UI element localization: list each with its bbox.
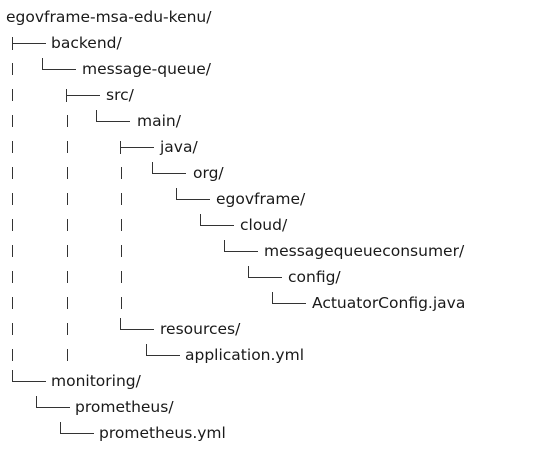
tree-branch-line [60, 433, 94, 434]
file-name: ActuatorConfig.java [312, 294, 466, 312]
tree-guide-line [12, 271, 13, 283]
file-name: application.yml [185, 346, 305, 364]
folder-name: cloud/ [240, 216, 288, 234]
tree-branch-line [200, 225, 234, 226]
tree-guide-line [67, 141, 68, 153]
tree-branch-line [146, 355, 180, 356]
tree-folder-row: resources/ [0, 316, 557, 342]
tree-corner-connector [146, 344, 147, 355]
tree-file-row: ActuatorConfig.java [0, 290, 557, 316]
tree-guide-line [67, 193, 68, 205]
tree-branch-line [120, 329, 154, 330]
tree-folder-row: prometheus/ [0, 394, 557, 420]
tree-guide-line [121, 219, 122, 231]
tree-corner-connector [12, 370, 13, 381]
tree-corner-connector [96, 110, 97, 121]
tree-guide-line [67, 323, 68, 335]
tree-guide-line [12, 297, 13, 309]
tree-guide-line [121, 245, 122, 257]
tree-root: egovframe-msa-edu-kenu/ [0, 4, 211, 30]
tree-folder-row: config/ [0, 264, 557, 290]
tree-file-row: application.yml [0, 342, 557, 368]
tree-guide-line [12, 245, 13, 257]
folder-name: message-queue/ [82, 60, 212, 78]
tree-folder-row: cloud/ [0, 212, 557, 238]
tree-branch-line [248, 277, 282, 278]
tree-branch-line [96, 121, 130, 122]
tree-guide-line [12, 89, 13, 101]
tree-corner-connector [120, 318, 121, 329]
tree-branch-line [36, 407, 70, 408]
folder-name: backend/ [51, 34, 122, 52]
tree-guide-line [12, 63, 13, 75]
tree-folder-row: java/ [0, 134, 557, 160]
tree-guide-line [12, 323, 13, 335]
folder-name: main/ [137, 112, 181, 130]
folder-name: monitoring/ [51, 372, 141, 390]
tree-corner-connector [60, 422, 61, 433]
tree-corner-connector [42, 58, 43, 69]
tree-corner-connector [224, 240, 225, 251]
tree-guide-line [12, 167, 13, 179]
tree-branch-line [120, 147, 154, 148]
tree-guide-line [121, 271, 122, 283]
tree-guide-line [12, 193, 13, 205]
tree-branch-line [224, 251, 258, 252]
tree-guide-line [67, 219, 68, 231]
tree-folder-row: backend/ [0, 30, 557, 56]
tree-corner-connector [176, 188, 177, 199]
tree-guide-line [12, 141, 13, 153]
tree-folder-row: messagequeueconsumer/ [0, 238, 557, 264]
tree-root-label: egovframe-msa-edu-kenu/ [6, 8, 212, 26]
tree-corner-connector [248, 266, 249, 277]
folder-name: prometheus/ [75, 398, 174, 416]
tree-guide-line [67, 271, 68, 283]
tree-corner-connector [200, 214, 201, 225]
tree-guide-line [121, 193, 122, 205]
folder-name: java/ [160, 138, 198, 156]
folder-name: egovframe/ [216, 190, 306, 208]
tree-branch-line [176, 199, 210, 200]
tree-corner-connector [152, 162, 153, 173]
tree-branch-line [152, 173, 186, 174]
folder-name: org/ [193, 164, 224, 182]
tree-branch-line [42, 69, 76, 70]
tree-guide-line [67, 349, 68, 361]
tree-folder-row: monitoring/ [0, 368, 557, 394]
tree-guide-line [67, 115, 68, 127]
tree-branch-line [66, 95, 100, 96]
tree-guide-line [12, 219, 13, 231]
tree-folder-row: main/ [0, 108, 557, 134]
tree-branch-line [272, 303, 306, 304]
tree-file-row: prometheus.yml [0, 420, 557, 446]
tree-branch-line [12, 381, 46, 382]
tree-guide-line [67, 167, 68, 179]
folder-name: src/ [106, 86, 134, 104]
tree-branch-line [12, 43, 46, 44]
tree-folder-row: src/ [0, 82, 557, 108]
file-name: prometheus.yml [99, 424, 226, 442]
tree-guide-line [12, 349, 13, 361]
tree-corner-connector [272, 292, 273, 303]
folder-name: messagequeueconsumer/ [264, 242, 465, 260]
folder-name: config/ [288, 268, 341, 286]
tree-folder-row: org/ [0, 160, 557, 186]
tree-guide-line [67, 297, 68, 309]
tree-guide-line [121, 297, 122, 309]
tree-folder-row: message-queue/ [0, 56, 557, 82]
tree-guide-line [67, 245, 68, 257]
tree-guide-line [121, 167, 122, 179]
tree-folder-row: egovframe/ [0, 186, 557, 212]
folder-name: resources/ [160, 320, 241, 338]
tree-corner-connector [36, 396, 37, 407]
tree-guide-line [12, 115, 13, 127]
